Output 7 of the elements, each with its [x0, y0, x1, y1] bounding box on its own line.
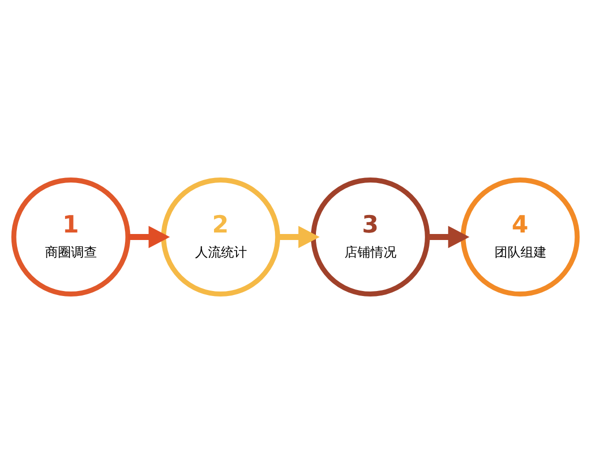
node-circle: 2 人流统计: [161, 176, 280, 296]
node-circle: 3 店铺情况: [310, 176, 430, 296]
arrow: [278, 225, 320, 248]
node-circle: 1 商圈调查: [11, 176, 130, 296]
node-circle: 4 团队组建: [460, 176, 580, 296]
arrow: [428, 225, 470, 248]
arrow: [128, 225, 170, 248]
